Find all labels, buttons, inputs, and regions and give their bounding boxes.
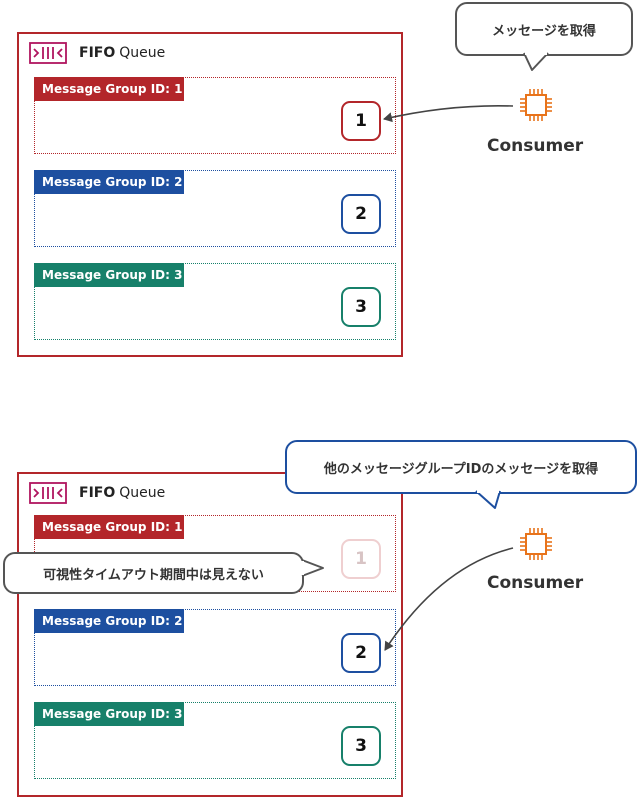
- message-box: 3: [341, 726, 381, 766]
- queue-title-rest: Queue: [119, 45, 166, 61]
- message-box: 2: [341, 633, 381, 673]
- fetch-arrow: [383, 104, 514, 123]
- group-label: Message Group ID: 3: [34, 702, 184, 726]
- callout-bubble: 他のメッセージグループIDのメッセージを取得: [285, 440, 637, 494]
- note-tail: [301, 559, 324, 577]
- message-group-2: Message Group ID: 2 2: [34, 609, 396, 686]
- callout-bubble: メッセージを取得: [455, 2, 633, 56]
- group-label: Message Group ID: 2: [34, 170, 184, 194]
- group-label: Message Group ID: 3: [34, 263, 184, 287]
- consumer-label: Consumer: [487, 136, 584, 156]
- bubble-tail: [475, 490, 501, 509]
- bubble-tail: [523, 52, 549, 71]
- group-label: Message Group ID: 1: [34, 77, 184, 101]
- queue-title-bold: FIFO: [79, 485, 116, 501]
- message-group-2: Message Group ID: 2 2: [34, 170, 396, 247]
- ec2-instance-chip-icon: [520, 528, 552, 560]
- fetch-arrow: [384, 547, 514, 651]
- queue-title-rest: Queue: [119, 485, 166, 501]
- consumer-label: Consumer: [487, 573, 584, 593]
- message-group-3: Message Group ID: 3 3: [34, 263, 396, 340]
- message-group-1: Message Group ID: 1 1: [34, 515, 396, 592]
- sqs-queue-icon: [29, 482, 67, 504]
- message-box: 3: [341, 287, 381, 327]
- sqs-queue-icon: [29, 42, 67, 64]
- visibility-note: 可視性タイムアウト期間中は見えない: [3, 552, 304, 594]
- message-group-3: Message Group ID: 3 3: [34, 702, 396, 779]
- group-label: Message Group ID: 1: [34, 515, 184, 539]
- queue-title-bold: FIFO: [79, 45, 116, 61]
- message-box-invisible: 1: [341, 539, 381, 579]
- message-box: 1: [341, 101, 381, 141]
- group-label: Message Group ID: 2: [34, 609, 184, 633]
- ec2-instance-chip-icon: [520, 89, 552, 121]
- message-group-1: Message Group ID: 1 1: [34, 77, 396, 154]
- message-box: 2: [341, 194, 381, 234]
